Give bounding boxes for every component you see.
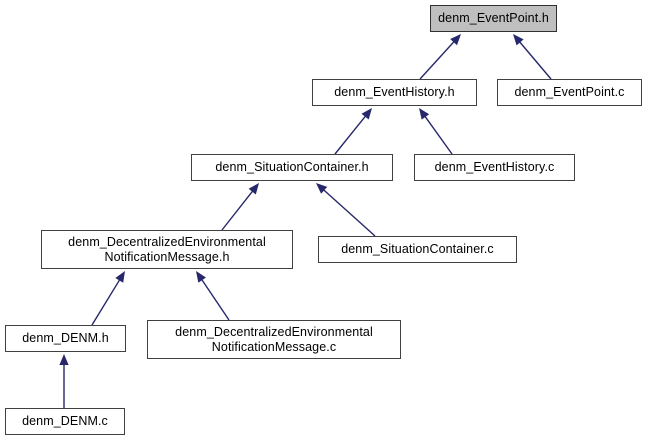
node-denm_EventHistory_c[interactable]: denm_EventHistory.c: [414, 154, 575, 181]
edge-situationcontainer-h-to-eventhistory-h: [334, 108, 372, 155]
node-label: denm_EventPoint.c: [514, 85, 625, 99]
arrowhead-icon: [115, 271, 125, 283]
edge-eventpoint-c-to-eventpoint-h: [513, 34, 552, 80]
node-label: denm_DecentralizedEnvironmental Notifica…: [175, 324, 373, 354]
node-label: denm_EventHistory.h: [334, 85, 455, 99]
arrowhead-icon: [196, 271, 206, 283]
arrowhead-icon: [450, 34, 461, 46]
node-label: denm_EventHistory.c: [434, 160, 555, 174]
edge-line: [322, 188, 376, 237]
arrowhead-icon: [419, 108, 430, 120]
node-label: denm_SituationContainer.h: [215, 160, 369, 174]
node-denm_DENM_msg_c[interactable]: denm_DecentralizedEnvironmental Notifica…: [147, 320, 401, 359]
node-denm_EventPoint_c[interactable]: denm_EventPoint.c: [497, 79, 642, 106]
node-label: denm_DENM.c: [22, 414, 108, 428]
node-denm_DENM_c[interactable]: denm_DENM.c: [5, 408, 125, 435]
arrowhead-icon: [316, 183, 328, 194]
node-denm_EventHistory_h[interactable]: denm_EventHistory.h: [312, 79, 477, 106]
arrowhead-icon: [361, 108, 372, 120]
node-label: denm_SituationContainer.c: [341, 242, 494, 256]
arrowhead-icon: [513, 34, 524, 46]
edge-denmmsg-c-to-denmmsg-h: [196, 271, 230, 321]
edge-situationcontainer-c-to-situationcontainer-h: [316, 183, 376, 237]
edge-denm-h-to-denmmsg-h: [91, 271, 125, 326]
edge-line: [91, 278, 121, 326]
node-denm_SituationContainer_c[interactable]: denm_SituationContainer.c: [318, 236, 517, 263]
node-denm_DENM_h_msg_h[interactable]: denm_DecentralizedEnvironmental Notifica…: [41, 230, 293, 269]
node-denm_DENM_h[interactable]: denm_DENM.h: [5, 325, 126, 352]
edge-denmmsg-h-to-situationcontainer-h: [221, 183, 259, 231]
node-label: denm_DecentralizedEnvironmental Notifica…: [68, 234, 266, 264]
node-denm_EventPoint_h[interactable]: denm_EventPoint.h: [430, 5, 557, 32]
edge-eventhistory-c-to-eventhistory-h: [419, 108, 453, 155]
arrowhead-icon: [59, 354, 69, 365]
edge-line: [423, 114, 453, 155]
edge-denm-c-to-denm-h: [59, 354, 69, 408]
arrowhead-icon: [248, 183, 259, 195]
edge-line: [200, 278, 230, 321]
edge-line: [518, 40, 552, 80]
edge-line: [334, 114, 367, 155]
edge-line: [419, 40, 456, 80]
edge-eventhistory-h-to-eventpoint-h: [419, 34, 461, 80]
edge-line: [221, 189, 254, 231]
node-label: denm_EventPoint.h: [438, 11, 549, 25]
node-denm_SituationContainer_h[interactable]: denm_SituationContainer.h: [191, 154, 393, 181]
node-label: denm_DENM.h: [22, 331, 109, 345]
